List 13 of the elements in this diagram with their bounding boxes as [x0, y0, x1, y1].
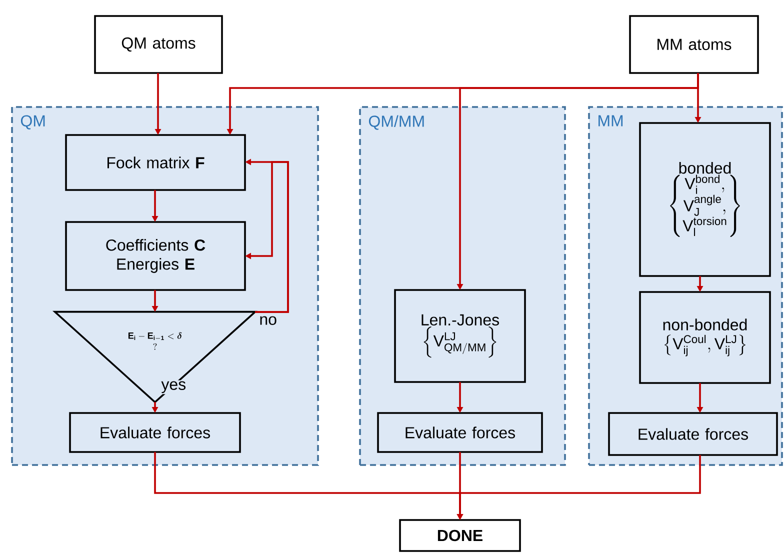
process-box: Coefficients C Energies E	[65, 221, 246, 291]
process-box: QM atoms	[94, 15, 223, 74]
process-box: Len.-Jones $\left\{\mathrm{V}^{\mathrm{LJ}}_{\mathrm{QM/MM}}\right\}$	[394, 289, 526, 383]
process-box: Evaluate forces	[69, 412, 241, 453]
process-box: Evaluate forces	[608, 412, 778, 456]
process-box: DONE	[399, 519, 521, 552]
process-box: MM atoms	[629, 15, 759, 74]
edge-label: yes	[160, 380, 188, 394]
process-box: Fock matrix F	[65, 134, 246, 191]
edge-label: no	[258, 315, 278, 326]
process-box: Evaluate forces	[377, 412, 543, 453]
process-box: bonded $\left\{\begin{matrix}\mathrm{V}_{\mathrm{i}}^{\mathrm{bond}},\\ \mathrm{V}_{\mathrm{J}}^{\mathrm{angle}},\\ \mathrm{V}_{\mathrm{l}}^{\mathrm{torsion}}\end{matrix}\right\}$	[639, 122, 771, 277]
process-box: non-bonded $\left\{\mathrm{V}_{\mathrm{ij}}^{\mathrm{Coul}}, \mathrm{V}_{\mathrm{ij}}^{\mathrm{LJ}}\right\}$	[639, 291, 771, 384]
